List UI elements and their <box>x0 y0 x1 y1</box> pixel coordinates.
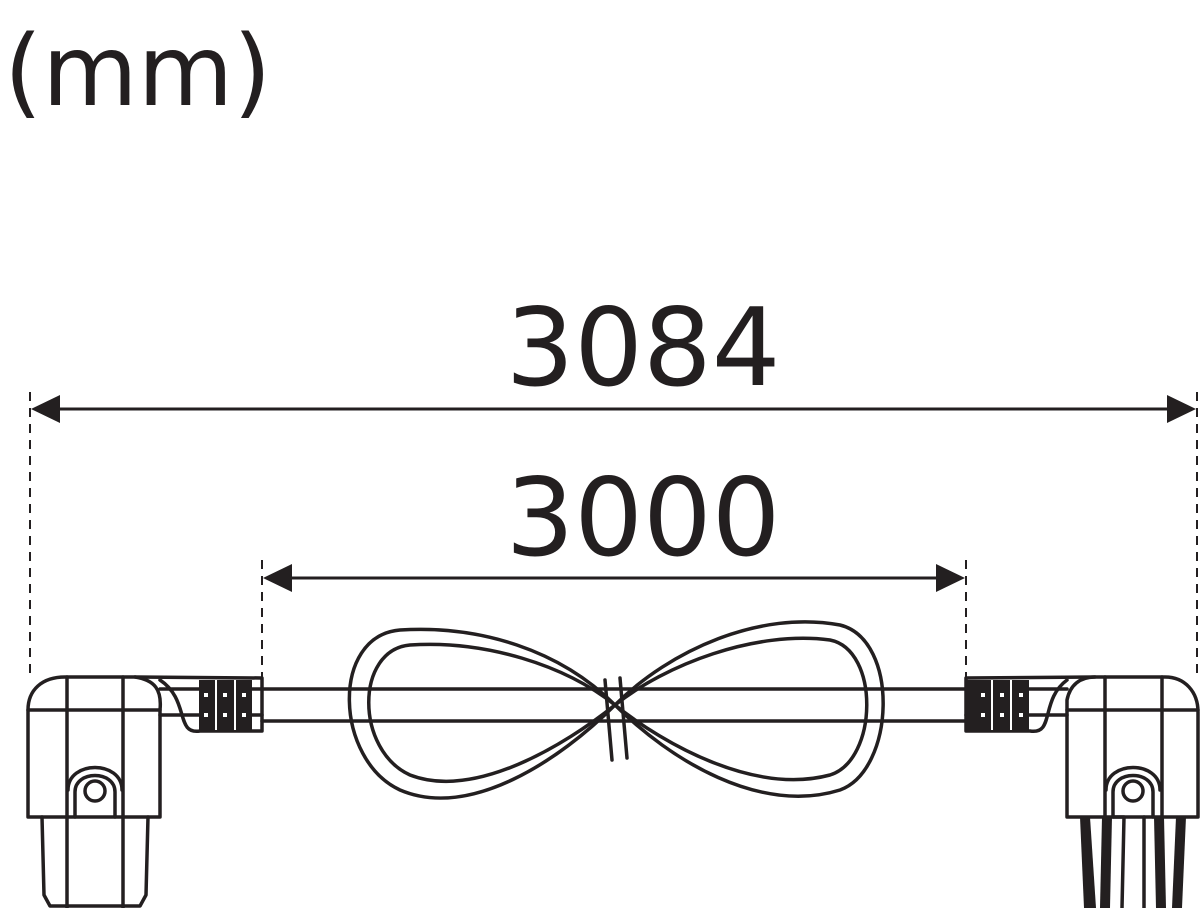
cable-length-label: 3000 <box>506 456 781 581</box>
plug-prongs <box>1080 815 1186 908</box>
cable-coil <box>347 620 885 800</box>
overall-length-label: 3084 <box>506 286 781 411</box>
right-strain-relief-grip <box>966 680 1029 730</box>
left-strain-relief-grip <box>199 680 252 730</box>
overall-dimension-line <box>31 395 1196 423</box>
extension-lines <box>29 392 1198 680</box>
cable <box>260 687 968 723</box>
unit-label: (mm) <box>4 15 271 129</box>
cable-dimension-line <box>263 564 965 592</box>
right-connector <box>964 675 1200 908</box>
left-connector <box>26 675 264 908</box>
